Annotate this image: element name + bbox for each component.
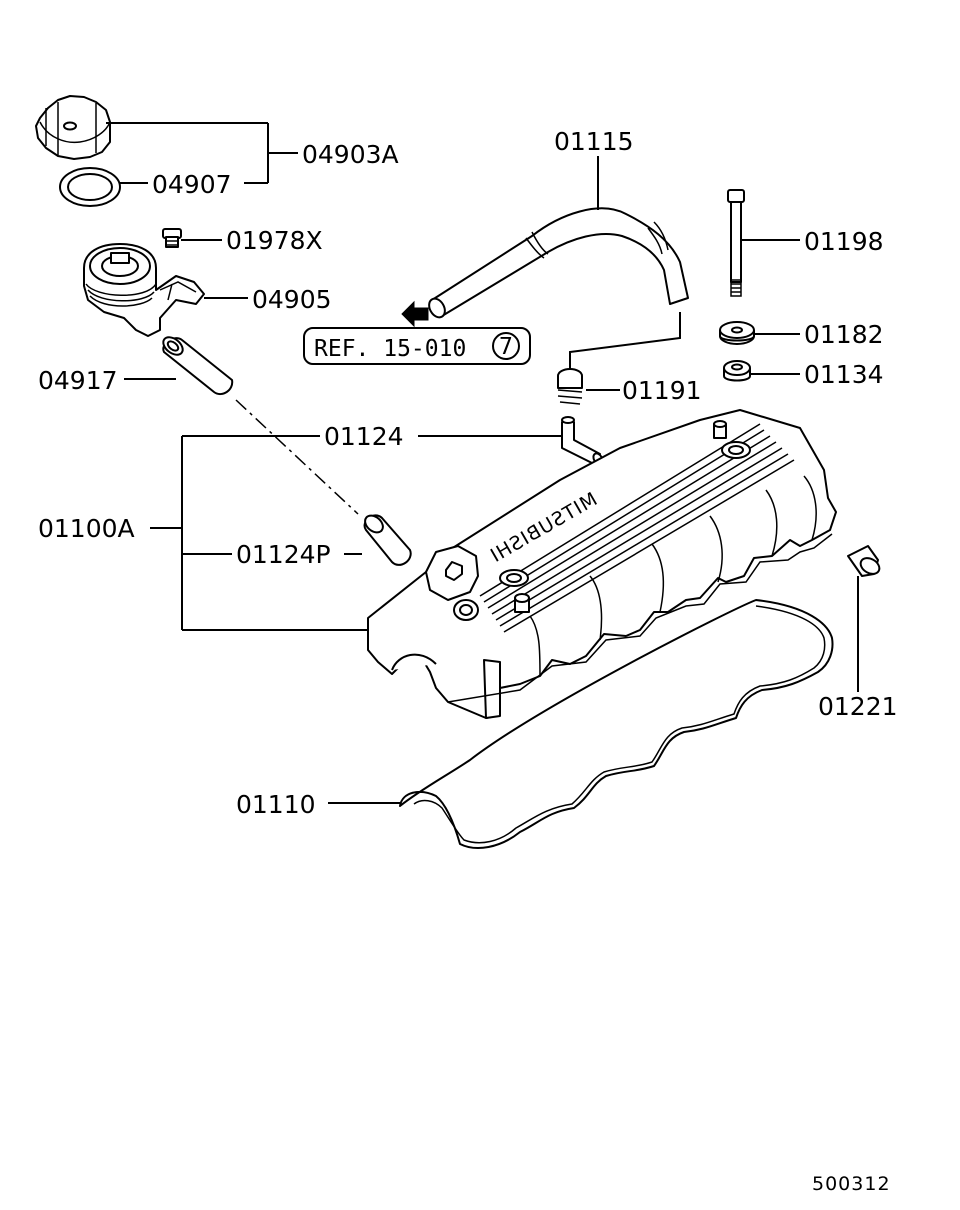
ref-label: REF. 15-010 — [314, 336, 466, 362]
nipple — [418, 416, 604, 466]
label-01115: 01115 — [554, 127, 634, 156]
label-01191: 01191 — [622, 376, 702, 405]
grommet — [723, 360, 800, 382]
rocker-cover: MITSUBISHI — [367, 409, 837, 719]
leader-cap — [106, 122, 298, 184]
label-01221: 01221 — [818, 692, 898, 721]
label-01110: 01110 — [236, 790, 316, 819]
label-04905: 04905 — [252, 285, 332, 314]
breather-hose — [428, 156, 689, 319]
gasket — [328, 599, 834, 849]
cap-gasket — [59, 167, 121, 207]
small-bolt — [162, 228, 222, 248]
label-01978x: 01978X — [226, 226, 323, 255]
leader-rocker-cover — [150, 435, 368, 631]
pcv-valve — [557, 368, 620, 405]
label-01124p: 01124P — [236, 540, 331, 569]
short-hose — [124, 336, 359, 515]
label-04903a: 04903A — [302, 140, 399, 169]
washer — [719, 321, 800, 345]
plug — [363, 514, 412, 566]
label-01198: 01198 — [804, 227, 884, 256]
oil-filler-cap — [35, 95, 111, 160]
stud-bolt — [727, 189, 800, 297]
label-01100a: 01100A — [38, 514, 135, 543]
figure-code: 500312 — [812, 1173, 891, 1195]
label-01134: 01134 — [804, 360, 884, 389]
ref-circled-number: 7 — [499, 334, 513, 360]
leader-hose-pcv — [569, 312, 681, 370]
label-01182: 01182 — [804, 320, 884, 349]
oil-filler-neck — [83, 243, 248, 337]
seal — [847, 545, 881, 692]
label-04907: 04907 — [152, 170, 232, 199]
label-04917: 04917 — [38, 366, 118, 395]
label-01124: 01124 — [324, 422, 404, 451]
reference-callout: REF. 15-010 7 — [303, 300, 531, 365]
